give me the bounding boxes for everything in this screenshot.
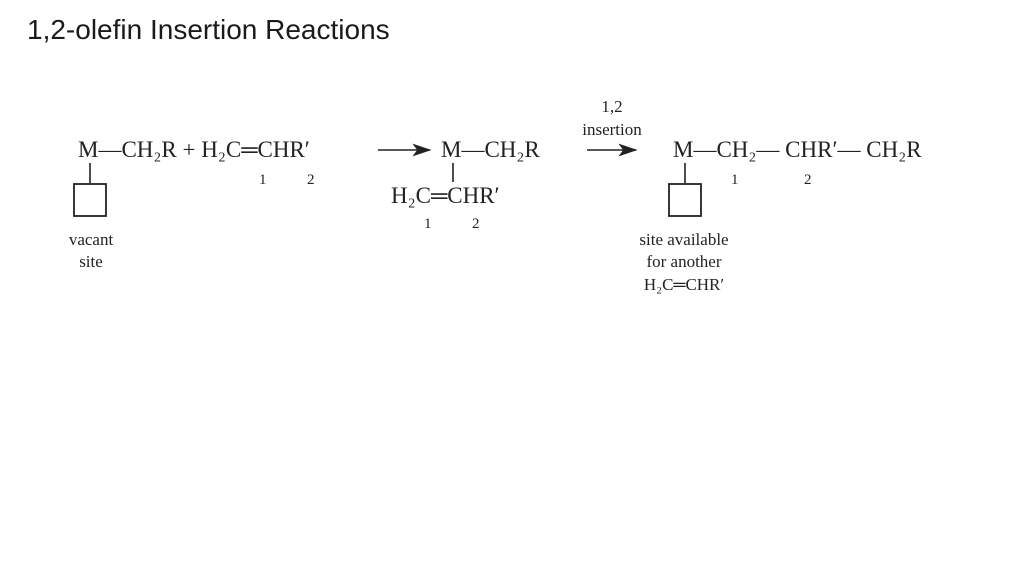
reactant-carbon-2: 2 (307, 172, 315, 188)
available-site-label-1: site available (639, 230, 728, 249)
reactant-carbon-1: 1 (259, 172, 267, 188)
available-site-box (668, 183, 702, 217)
insertion-label-1: 1,2 (601, 97, 622, 116)
vacant-site-label-1: vacant (69, 230, 114, 249)
vacant-site-box (73, 183, 107, 217)
intermediate-top: M—CH₂R (441, 137, 540, 162)
available-site-label-3: H₂C═CHR′ (644, 275, 724, 294)
vacant-site-label-2: site (79, 252, 103, 271)
coordinated-olefin: H₂C═CHR′ (391, 183, 500, 208)
insertion-label-2: insertion (582, 120, 642, 139)
reactant-formula: M—CH₂R + H₂C═CHR′ (78, 137, 310, 162)
available-site-label-2: for another (646, 252, 721, 271)
product-carbon-2: 2 (804, 172, 812, 188)
olefin-carbon-1: 1 (424, 216, 432, 232)
olefin-carbon-2: 2 (472, 216, 480, 232)
product-carbon-1: 1 (731, 172, 739, 188)
product-formula: M—CH₂— CHR′— CH₂R (673, 137, 922, 162)
slide-title: 1,2-olefin Insertion Reactions (27, 14, 390, 45)
